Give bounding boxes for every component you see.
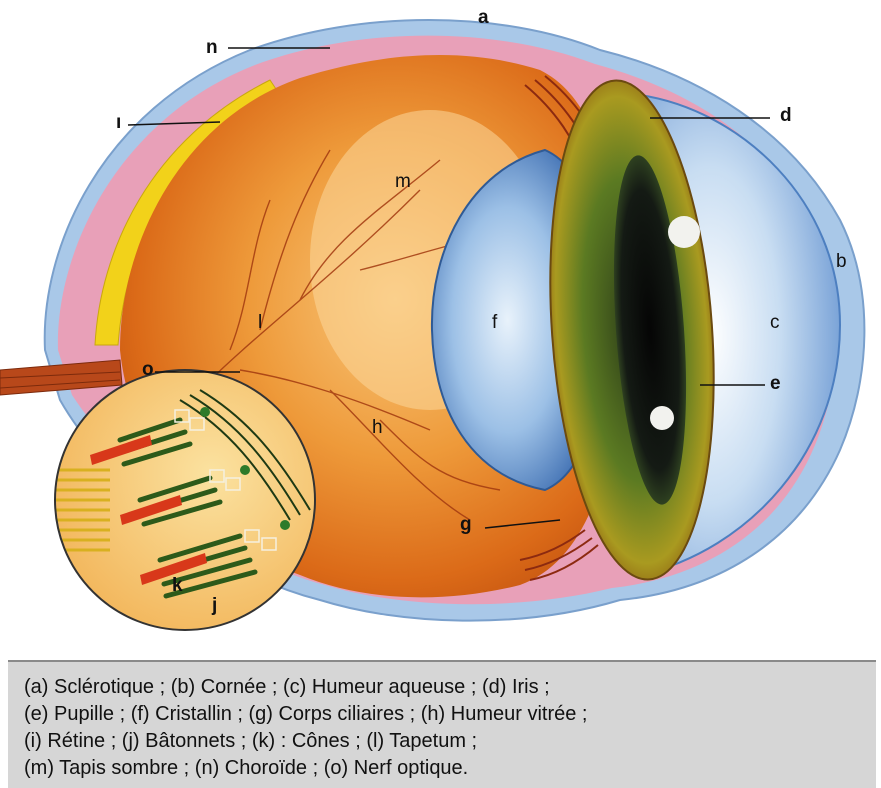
label-h: h <box>372 418 383 437</box>
caption-line-3: (i) Rétine ; (j) Bâtonnets ; (k) : Cônes… <box>24 730 477 753</box>
label-a: a <box>478 8 489 27</box>
caption-line-4: (m) Tapis sombre ; (n) Choroïde ; (o) Ne… <box>24 757 468 780</box>
label-o: o <box>142 360 154 379</box>
label-k: k <box>172 576 183 595</box>
label-b: b <box>836 252 847 271</box>
caption-legend: (a) Sclérotique ; (b) Cornée ; (c) Humeu… <box>8 660 876 788</box>
pupil-highlight-upper <box>668 216 700 248</box>
pupil-highlight-lower <box>650 406 674 430</box>
retina-inset <box>55 370 315 630</box>
label-i: ı <box>116 113 121 132</box>
caption-line-1: (a) Sclérotique ; (b) Cornée ; (c) Humeu… <box>24 676 550 699</box>
label-f: f <box>492 313 497 332</box>
label-m: m <box>395 172 411 191</box>
eye-anatomy-diagram <box>0 0 881 640</box>
label-g: g <box>460 515 472 534</box>
label-l: l <box>258 313 262 332</box>
label-c: c <box>770 313 780 332</box>
label-j: j <box>212 596 217 615</box>
label-n: n <box>206 38 218 57</box>
label-e: e <box>770 374 781 393</box>
label-d: d <box>780 106 792 125</box>
caption-line-2: (e) Pupille ; (f) Cristallin ; (g) Corps… <box>24 703 587 726</box>
